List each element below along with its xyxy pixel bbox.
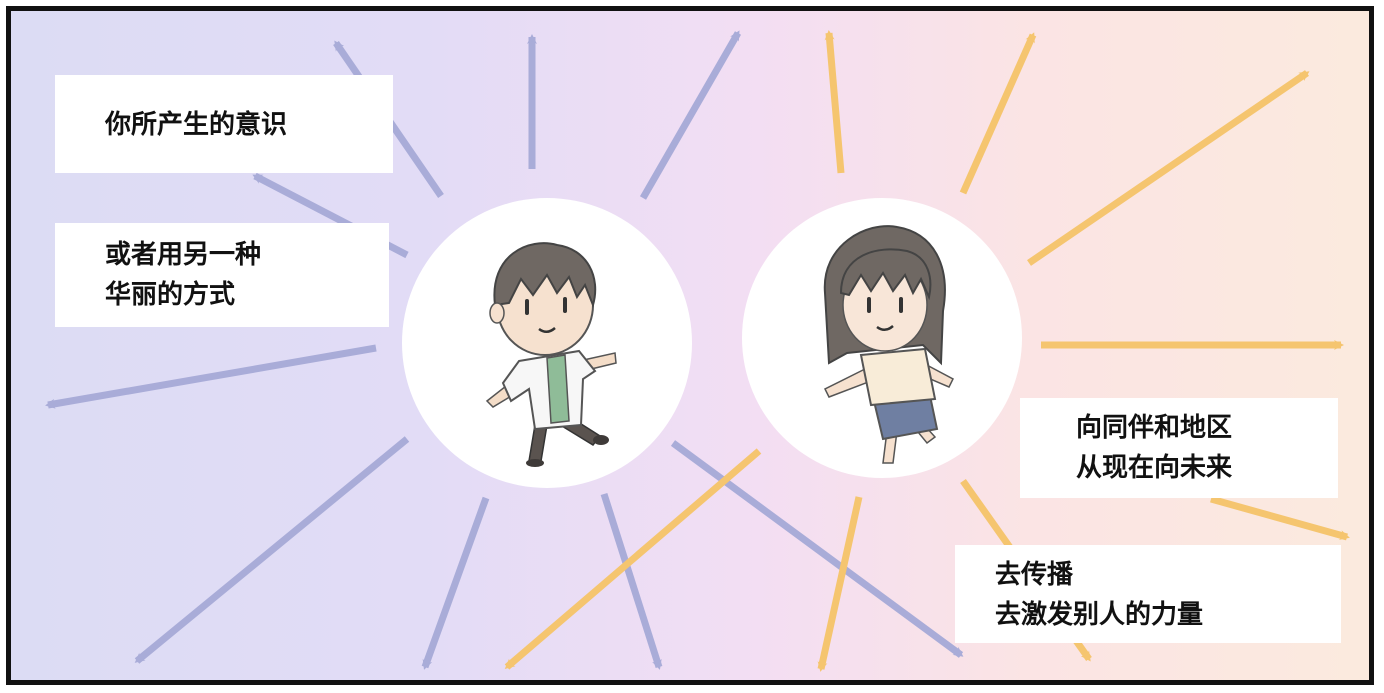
caption-line: 或者用另一种 [105,240,262,270]
arrow-yellow [824,30,845,174]
caption-line: 向同伴和地区 [1076,413,1233,443]
arrow-blue [421,496,490,670]
boy-character-icon [402,198,692,488]
caption-line: 你所产生的意识 [105,110,288,140]
caption-another-way: 或者用另一种 华丽的方式 [55,223,389,327]
arrow-yellow [959,32,1037,195]
arrow-yellow [504,448,762,670]
arrow-yellow [1027,70,1310,266]
caption-line: 去激发别人的力量 [995,600,1204,630]
caption-consciousness: 你所产生的意识 [55,75,393,173]
arrow-yellow [817,496,863,672]
arrow-yellow [1210,495,1350,541]
caption-line: 去传播 [995,560,1074,590]
caption-line: 从现在向未来 [1076,453,1233,483]
arrow-blue [600,492,663,670]
arrow-blue [670,440,964,658]
caption-spread: 去传播 去激发别人的力量 [955,545,1341,643]
arrow-blue [45,344,377,409]
caption-line: 华丽的方式 [105,280,236,310]
arrow-blue [134,436,410,664]
arrow-blue [639,30,742,200]
girl-character-icon [742,198,1022,478]
caption-to-companions: 向同伴和地区 从现在向未来 [1020,398,1338,498]
radiating-arrows [45,30,1350,672]
comic-panel: 你所产生的意识 或者用另一种 华丽的方式 向同伴和地区 从现在向未来 去传播 去… [6,6,1374,685]
